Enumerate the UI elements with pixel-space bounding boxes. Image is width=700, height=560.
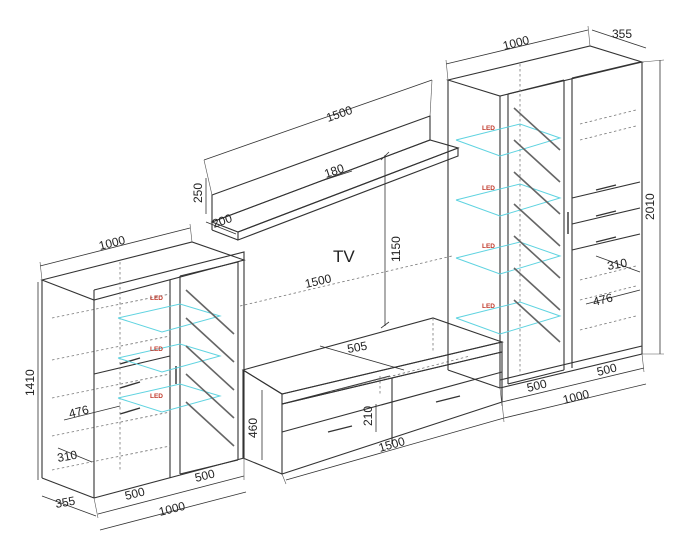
led-label-left-1: LED xyxy=(150,295,163,302)
label-right-shelf-depth: 310 xyxy=(606,256,628,273)
label-right-door-b: 500 xyxy=(595,360,618,379)
drawer-handle-left xyxy=(327,425,353,433)
dim-line-left-doors xyxy=(97,475,245,515)
label-right-top-depth: 355 xyxy=(612,27,632,41)
label-shelf-to-stand: 1150 xyxy=(389,236,403,262)
label-drawer-height: 210 xyxy=(361,406,375,426)
label-right-height: 2010 xyxy=(643,193,657,220)
label-shelf-depth: 200 xyxy=(210,211,234,231)
label-shelf-width: 1500 xyxy=(324,103,354,125)
label-right-top-width: 1000 xyxy=(501,33,531,53)
label-stand-height: 460 xyxy=(246,418,260,438)
dim-line-right-top-width xyxy=(445,29,589,65)
label-right-door-a: 500 xyxy=(525,376,548,395)
label-shelf-depth-top: 180 xyxy=(322,161,346,181)
dim-line-right-inner-depth xyxy=(585,289,641,305)
dim-line-stand-width xyxy=(285,417,505,481)
led-label-right-3: LED xyxy=(482,243,495,250)
label-stand-depth: 505 xyxy=(346,339,368,356)
led-label-right-1: LED xyxy=(482,125,495,132)
drawer-handle-right xyxy=(435,395,461,403)
dim-line-tv-span xyxy=(239,255,453,307)
label-left-door-a: 500 xyxy=(123,484,146,503)
led-label-left-3: LED xyxy=(150,393,163,400)
dim-line-right-width xyxy=(503,383,647,419)
dim-line-left-top-width xyxy=(39,227,191,267)
dim-line-right-shelf-depth xyxy=(595,255,641,273)
label-left-height: 1410 xyxy=(23,369,37,396)
label-left-width: 1000 xyxy=(157,499,187,519)
label-left-door-b: 500 xyxy=(193,466,216,485)
label-left-shelf-depth: 310 xyxy=(56,448,78,465)
label-tv-span: 1500 xyxy=(304,271,333,291)
left-cabinet: LED LED LED xyxy=(40,241,246,499)
dim-line-stand-depth xyxy=(319,345,405,371)
dim-line-shelf-depth-top xyxy=(317,170,353,183)
dim-line-right-top-depth xyxy=(591,29,647,49)
label-left-top-width: 1000 xyxy=(97,233,127,253)
dim-line-shelf-depth xyxy=(205,221,237,235)
led-label-right-2: LED xyxy=(482,185,495,192)
dim-line-shelf-width xyxy=(203,79,433,161)
dim-line-left-depth xyxy=(41,495,97,517)
dim-line-left-inner-depth xyxy=(63,405,121,421)
tv-stand xyxy=(241,317,504,475)
label-left-depth: 355 xyxy=(54,494,76,511)
label-right-inner-depth: 476 xyxy=(591,290,614,309)
right-cabinet: LED LED LED LED xyxy=(445,45,645,389)
label-tv: TV xyxy=(333,247,355,266)
dim-line-left-shelf-depth xyxy=(57,447,93,463)
label-left-inner-depth: 476 xyxy=(67,402,90,421)
led-label-left-2: LED xyxy=(150,346,163,353)
label-shelf-height: 250 xyxy=(191,183,205,203)
label-stand-width: 1500 xyxy=(377,434,407,455)
dim-line-left-width xyxy=(99,491,247,531)
led-label-right-4: LED xyxy=(482,303,495,310)
dim-line-right-doors xyxy=(501,367,645,403)
label-right-width: 1000 xyxy=(561,387,591,407)
